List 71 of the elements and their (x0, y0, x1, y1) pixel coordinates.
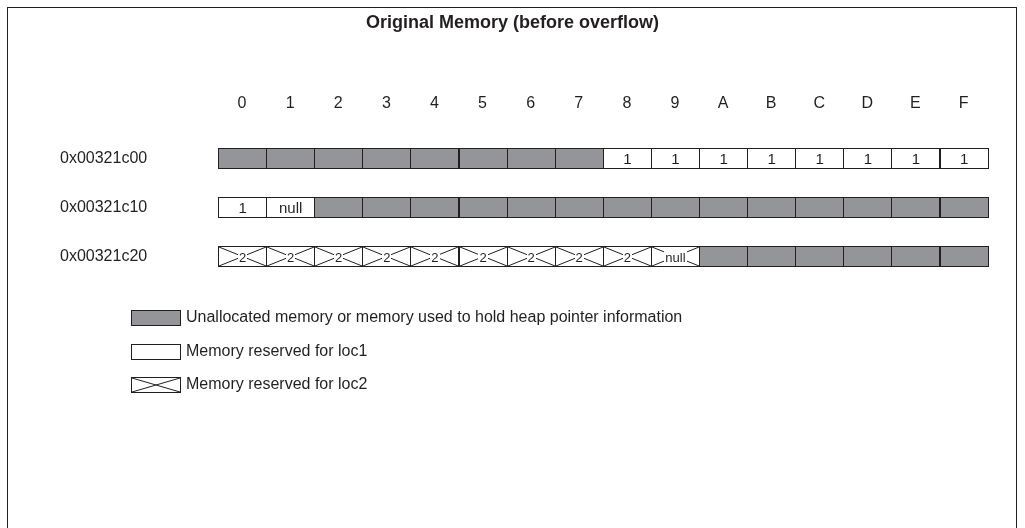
column-header: 2 (332, 94, 344, 112)
column-header: 4 (429, 94, 440, 112)
unallocated-cell (843, 197, 893, 218)
hatched-memory-cell: 2 (506, 246, 556, 267)
unallocated-cell (554, 148, 604, 169)
hatched-memory-cell: 2 (554, 246, 604, 267)
unallocated-cell (506, 197, 556, 218)
memory-address: 0x00321c00 (60, 149, 148, 167)
unallocated-cell (891, 246, 941, 267)
column-header: 8 (621, 94, 633, 112)
unallocated-cell (314, 148, 364, 169)
unallocated-cell (747, 197, 797, 218)
column-header: 1 (284, 94, 296, 112)
unallocated-cell (699, 246, 749, 267)
column-header: 7 (573, 94, 585, 112)
unallocated-cell (891, 197, 941, 218)
legend-text: Memory reserved for loc2 (186, 375, 368, 393)
legend-text: Memory reserved for loc1 (186, 342, 368, 360)
column-header: 5 (477, 94, 488, 112)
unallocated-cell (699, 197, 749, 218)
column-header: C (812, 94, 826, 112)
memory-cell: 1 (699, 148, 749, 169)
unallocated-cell (843, 246, 893, 267)
unallocated-cell (650, 197, 700, 218)
unallocated-cell (554, 197, 604, 218)
unallocated-cell (266, 148, 316, 169)
hatched-memory-cell: 2 (362, 246, 412, 267)
unallocated-cell (218, 148, 268, 169)
memory-cell: 1 (650, 148, 700, 169)
memory-cell: 1 (218, 197, 268, 218)
unallocated-cell (458, 197, 508, 218)
memory-address: 0x00321c20 (60, 247, 148, 265)
memory-cell: 1 (795, 148, 845, 169)
diagram-title: Original Memory (before overflow) (364, 12, 660, 33)
column-header: E (909, 94, 922, 112)
column-header: F (957, 94, 970, 112)
memory-address: 0x00321c10 (60, 198, 148, 216)
unallocated-cell (410, 197, 460, 218)
hatched-memory-cell: 2 (218, 246, 268, 267)
hatched-memory-cell: 2 (314, 246, 364, 267)
unallocated-cell (795, 197, 845, 218)
column-header: D (860, 94, 875, 112)
legend-text: Unallocated memory or memory used to hold heap pointer information (186, 308, 683, 326)
unallocated-cell (506, 148, 556, 169)
memory-cell: 1 (939, 148, 989, 169)
hatched-memory-cell: null (650, 246, 700, 267)
hatched-memory-cell: 2 (602, 246, 652, 267)
unallocated-cell (458, 148, 508, 169)
unallocated-cell (939, 197, 989, 218)
column-header: 6 (525, 94, 537, 112)
unallocated-cell (362, 197, 412, 218)
unallocated-cell (362, 148, 412, 169)
column-header: 9 (669, 94, 681, 112)
column-header: 0 (236, 94, 248, 112)
unallocated-cell (795, 246, 845, 267)
column-header: 3 (380, 94, 392, 112)
unallocated-cell (410, 148, 460, 169)
hatched-memory-cell: 2 (458, 246, 508, 267)
memory-cell: 1 (602, 148, 652, 169)
memory-cell: 1 (843, 148, 893, 169)
column-header: B (764, 94, 778, 112)
memory-cell: null (266, 197, 316, 218)
hatched-memory-cell: 2 (266, 246, 316, 267)
unallocated-cell (602, 197, 652, 218)
memory-cell: 1 (747, 148, 797, 169)
column-header: A (716, 94, 730, 112)
unallocated-cell (747, 246, 797, 267)
hatched-memory-cell: 2 (410, 246, 460, 267)
unallocated-cell (314, 197, 364, 218)
memory-cell: 1 (891, 148, 941, 169)
unallocated-cell (939, 246, 989, 267)
